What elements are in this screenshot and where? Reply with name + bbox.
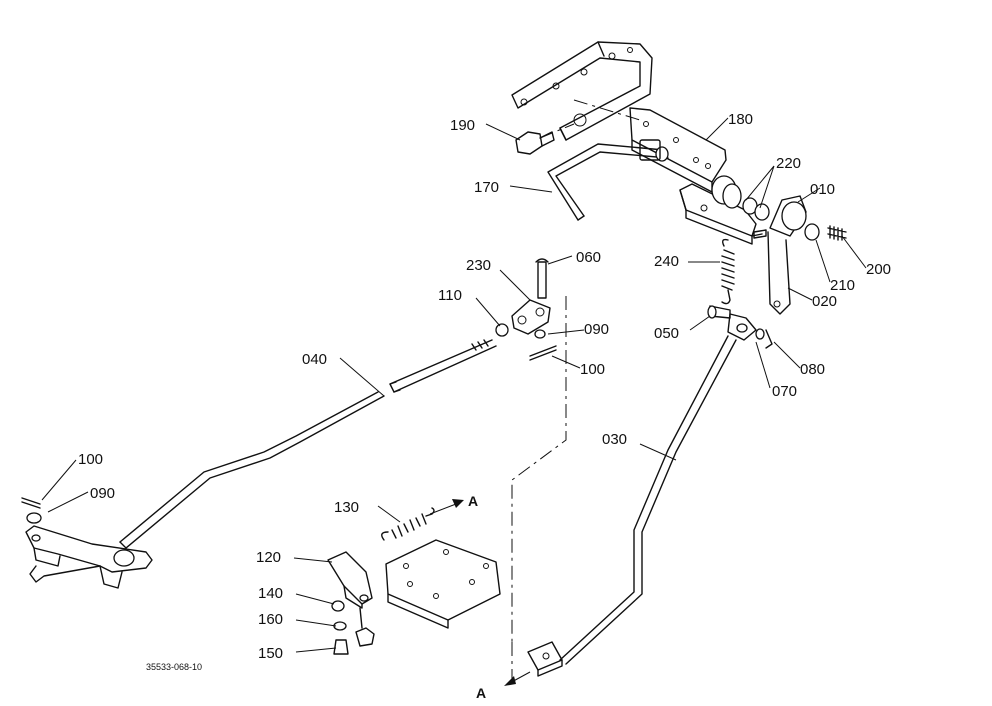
callout-080: 080 <box>800 361 825 378</box>
view-mark-a-upper: A <box>468 493 478 509</box>
pivot-bracket-part <box>679 175 770 245</box>
callout-100-upper: 100 <box>580 361 605 378</box>
rod-030-part <box>527 335 737 677</box>
callout-160: 160 <box>258 611 283 628</box>
callout-100-lower: 100 <box>78 451 103 468</box>
view-mark-a-lower: A <box>476 685 486 701</box>
bracket-120-part <box>327 551 375 655</box>
callout-060: 060 <box>576 249 601 266</box>
spring-240-part <box>721 238 735 305</box>
callout-070: 070 <box>772 383 797 400</box>
callout-190: 190 <box>450 117 475 134</box>
callout-150: 150 <box>258 645 283 662</box>
lever-rod-part <box>547 139 669 221</box>
clevis-230-part <box>495 258 557 361</box>
control-rod-040-part <box>119 339 497 549</box>
seat-bracket-part <box>511 41 653 141</box>
drawing-number: 35533-068-10 <box>146 662 202 672</box>
callout-220: 220 <box>776 155 801 172</box>
callout-120: 120 <box>256 549 281 566</box>
callout-230: 230 <box>466 257 491 274</box>
callout-180: 180 <box>728 111 753 128</box>
pin-050-part <box>707 305 773 349</box>
lower-lever-bracket-part <box>21 497 153 589</box>
callout-200: 200 <box>866 261 891 278</box>
callout-130: 130 <box>334 499 359 516</box>
callout-030: 030 <box>602 431 627 448</box>
callout-110: 110 <box>438 287 462 304</box>
callout-040: 040 <box>302 351 327 368</box>
callout-020: 020 <box>812 293 837 310</box>
mounting-plate-part <box>629 107 727 193</box>
callout-090-lower: 090 <box>90 485 115 502</box>
pedal-plate-part <box>385 539 501 629</box>
bolt-190-part <box>515 131 555 155</box>
callout-140: 140 <box>258 585 283 602</box>
spring-130-part <box>381 507 435 541</box>
nut-bolt-200-part <box>804 223 847 241</box>
callout-050: 050 <box>654 325 679 342</box>
callout-010: 010 <box>810 181 835 198</box>
leader-lines <box>41 117 867 653</box>
arm-link-part <box>751 195 807 315</box>
callout-210: 210 <box>830 277 855 294</box>
callout-240: 240 <box>654 253 679 270</box>
callout-090-upper: 090 <box>584 321 609 338</box>
callout-170: 170 <box>474 179 499 196</box>
